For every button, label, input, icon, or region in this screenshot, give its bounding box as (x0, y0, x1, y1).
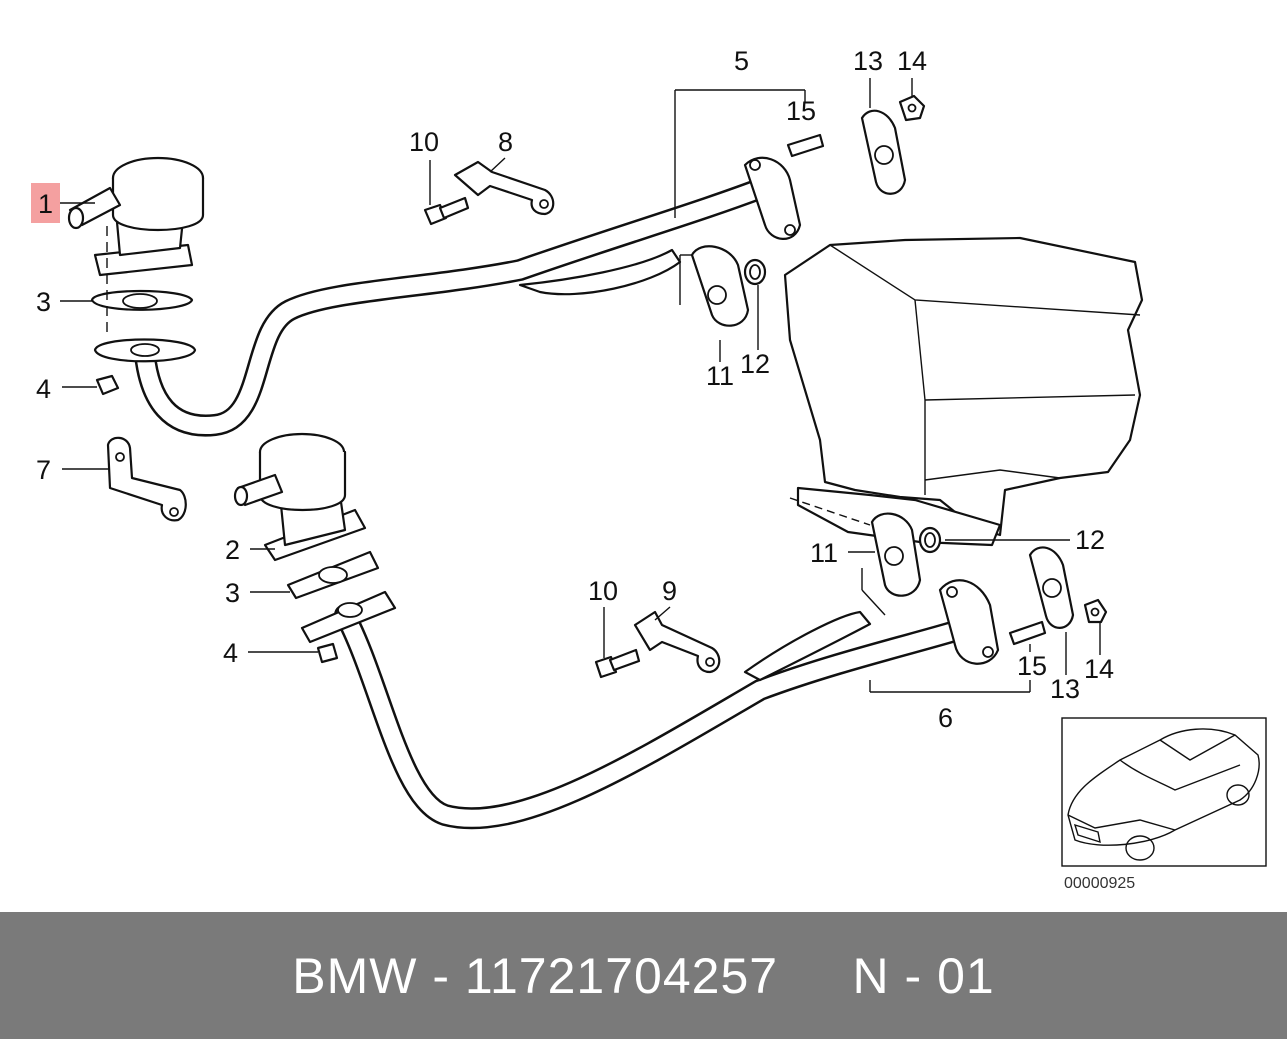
bolt-10-upper (423, 196, 470, 226)
bracket-9 (633, 610, 721, 674)
footer-bar: BMW - 11721704257 N - 01 (0, 912, 1287, 1039)
gasket-13-lower (1028, 546, 1075, 629)
engine-block-illustration (783, 236, 1144, 547)
gasket-11-lower (870, 512, 922, 597)
callout-2: 2 (225, 535, 240, 565)
callout-11-upper: 11 (706, 361, 734, 391)
callout-3-upper: 3 (36, 287, 51, 317)
ring-12-lower (918, 526, 942, 554)
callout-4-upper: 4 (36, 374, 51, 404)
callout-11-lower: 11 (810, 538, 838, 568)
callout-15-lower: 15 (1017, 651, 1047, 681)
stud-15-lower (1008, 620, 1047, 646)
callout-5: 5 (734, 46, 749, 76)
callout-6: 6 (938, 703, 953, 733)
callout-15-upper: 15 (786, 96, 816, 126)
nut-4-lower (316, 642, 339, 664)
callout-1: 1 (38, 189, 53, 219)
gasket-11-upper (690, 245, 750, 327)
callout-12-lower: 12 (1075, 525, 1105, 555)
bracket-8 (453, 160, 555, 216)
callout-1-highlight (31, 183, 60, 223)
air-pump-valve-lower (233, 432, 367, 562)
callout-7: 7 (36, 455, 51, 485)
air-pipe-lower (334, 579, 1000, 830)
inset-code: 00000925 (1064, 875, 1135, 892)
gasket-13-upper (860, 109, 907, 195)
leader-lines (60, 78, 1101, 693)
gasket-3-lower (286, 550, 380, 600)
bracket-7 (106, 436, 187, 522)
callout-10-upper: 10 (409, 127, 439, 157)
car-inset (1061, 717, 1267, 867)
callout-8: 8 (498, 127, 513, 157)
gasket-3-upper (90, 289, 194, 311)
nut-4-upper (95, 374, 120, 396)
callout-labels: 1 3 4 7 2 3 4 5 6 8 9 10 10 11 11 12 12 … (36, 46, 1114, 733)
air-pipe-upper (134, 156, 802, 437)
footer-part-number: BMW - 11721704257 N - 01 (292, 947, 995, 1004)
flange-upper (93, 338, 197, 363)
callout-12-upper: 12 (740, 349, 770, 379)
stud-15-upper (786, 133, 825, 158)
callout-13-lower: 13 (1050, 674, 1080, 704)
callout-13-upper: 13 (853, 46, 883, 76)
bolt-10-lower (594, 648, 641, 679)
callout-9: 9 (662, 576, 677, 606)
nut-14-upper (898, 94, 926, 122)
callout-14-lower: 14 (1084, 654, 1114, 684)
parts-diagram: 1 3 4 7 2 3 4 5 6 8 9 10 10 11 11 12 12 … (31, 46, 1267, 892)
callout-14-upper: 14 (897, 46, 927, 76)
callout-3-lower: 3 (225, 578, 240, 608)
air-pump-valve-upper (67, 156, 205, 277)
flange-lower (300, 590, 397, 644)
nut-14-lower (1083, 598, 1108, 624)
ring-12-upper (743, 258, 767, 286)
callout-10-lower: 10 (588, 576, 618, 606)
callout-4-lower: 4 (223, 638, 238, 668)
